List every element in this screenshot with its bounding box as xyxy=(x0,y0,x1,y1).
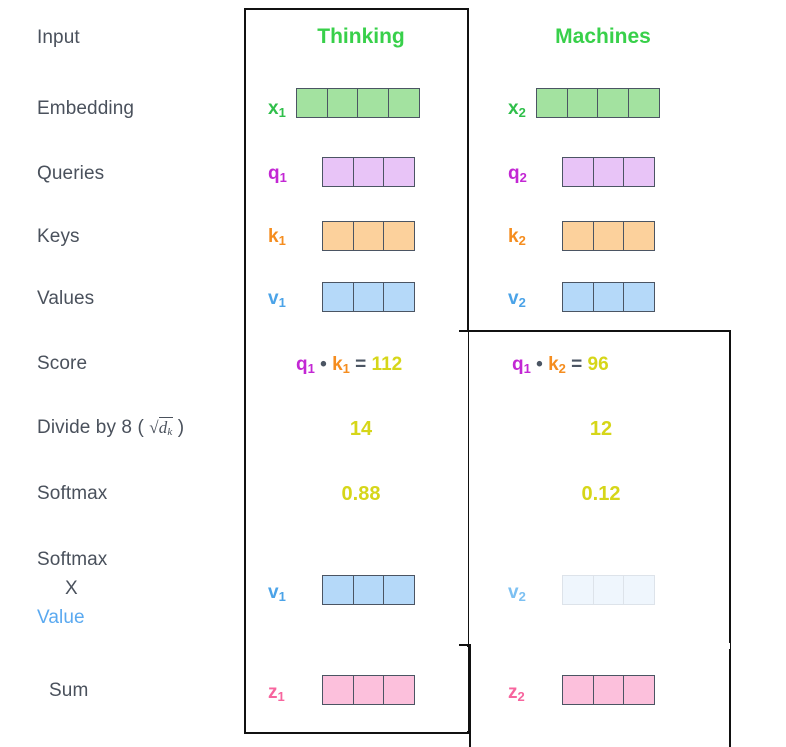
cell xyxy=(387,88,420,118)
vector-label-k2: k2 xyxy=(508,226,526,248)
cell xyxy=(322,575,354,605)
cell xyxy=(592,157,625,187)
divided-value-col2: 12 xyxy=(589,418,613,440)
row-label-score: Score xyxy=(37,353,88,374)
cell xyxy=(383,575,415,605)
cell xyxy=(383,675,415,705)
cell xyxy=(322,675,354,705)
token1-outline-box xyxy=(244,8,469,734)
cell xyxy=(623,157,655,187)
row-label-embedding: Embedding xyxy=(37,98,135,119)
row-label-softmax-x-value-line3: Value xyxy=(37,607,85,628)
weighted-value-cells-v1 xyxy=(322,575,415,605)
cell xyxy=(352,575,385,605)
cell xyxy=(623,575,655,605)
weighted-value-cells-v2 xyxy=(562,575,655,605)
cell xyxy=(326,88,359,118)
cell xyxy=(623,675,655,705)
cell xyxy=(623,221,655,251)
row-label-softmax: Softmax xyxy=(37,483,108,504)
cell xyxy=(322,221,354,251)
key-cells-k1 xyxy=(322,221,415,251)
key-cells-k2 xyxy=(562,221,655,251)
vector-label-z2: z2 xyxy=(508,682,525,704)
cell xyxy=(322,157,354,187)
cell xyxy=(352,282,385,312)
vector-label-x2: x2 xyxy=(508,98,526,120)
row-label-keys: Keys xyxy=(37,226,80,247)
cell xyxy=(357,88,389,118)
cell xyxy=(383,221,415,251)
cell xyxy=(592,282,625,312)
cell xyxy=(566,88,599,118)
row-label-queries: Queries xyxy=(37,163,105,184)
row-label-input: Input xyxy=(37,27,80,48)
weighted-value-label-v1: v1 xyxy=(268,582,286,604)
cell xyxy=(352,221,385,251)
row-label-sum: Sum xyxy=(49,680,89,701)
radical-sign: √ xyxy=(149,418,159,437)
dk-base: d xyxy=(158,418,168,437)
cell xyxy=(536,88,568,118)
vector-label-q1: q1 xyxy=(268,163,287,185)
divide-prefix: Divide by 8 ( xyxy=(37,417,144,438)
softmax-value-col1: 0.88 xyxy=(341,483,381,505)
query-cells-q1 xyxy=(322,157,415,187)
cell xyxy=(562,157,594,187)
sum-cells-z1 xyxy=(322,675,415,705)
value-cells-v2 xyxy=(562,282,655,312)
row-label-divide-by-8: Divide by 8 ( √dk ) xyxy=(37,416,184,444)
row-label-softmax-x-value-line2: X xyxy=(65,578,78,599)
cell xyxy=(562,575,594,605)
vector-label-v1: v1 xyxy=(268,288,286,310)
cell xyxy=(592,675,625,705)
cell xyxy=(623,282,655,312)
token-word-thinking: Thinking xyxy=(317,25,405,48)
cell xyxy=(322,282,354,312)
score-expression-col2: q1 • k2 = 96 xyxy=(512,354,609,376)
embedding-cells-x2 xyxy=(536,88,660,118)
embedding-cells-x1 xyxy=(296,88,420,118)
divided-value-col1: 14 xyxy=(349,418,373,440)
value-cells-v1 xyxy=(322,282,415,312)
cell xyxy=(383,157,415,187)
vector-label-q2: q2 xyxy=(508,163,527,185)
vector-label-z1: z1 xyxy=(268,682,285,704)
vector-label-x1: x1 xyxy=(268,98,286,120)
cell xyxy=(352,157,385,187)
cell xyxy=(562,221,594,251)
sqrt-dk-math: √dk xyxy=(149,417,177,438)
vector-label-v2: v2 xyxy=(508,288,526,310)
cell xyxy=(562,675,594,705)
cell xyxy=(383,282,415,312)
vector-label-k1: k1 xyxy=(268,226,286,248)
softmax-value-col2: 0.12 xyxy=(581,483,621,505)
cell xyxy=(627,88,660,118)
sum-cells-z2 xyxy=(562,675,655,705)
cell xyxy=(597,88,629,118)
row-label-softmax-x-value-line1: Softmax xyxy=(37,549,108,570)
divide-suffix: ) xyxy=(177,417,185,438)
weighted-value-label-v2: v2 xyxy=(508,582,526,604)
query-cells-q2 xyxy=(562,157,655,187)
score-expression-col1: q1 • k1 = 112 xyxy=(296,354,403,376)
dk-subscript: k xyxy=(167,426,173,438)
cell xyxy=(352,675,385,705)
token-word-machines: Machines xyxy=(555,25,651,48)
cell xyxy=(592,221,625,251)
row-label-values: Values xyxy=(37,288,95,309)
outline-mask-sum-top xyxy=(471,643,730,649)
cell xyxy=(296,88,328,118)
cell xyxy=(562,282,594,312)
cell xyxy=(592,575,625,605)
